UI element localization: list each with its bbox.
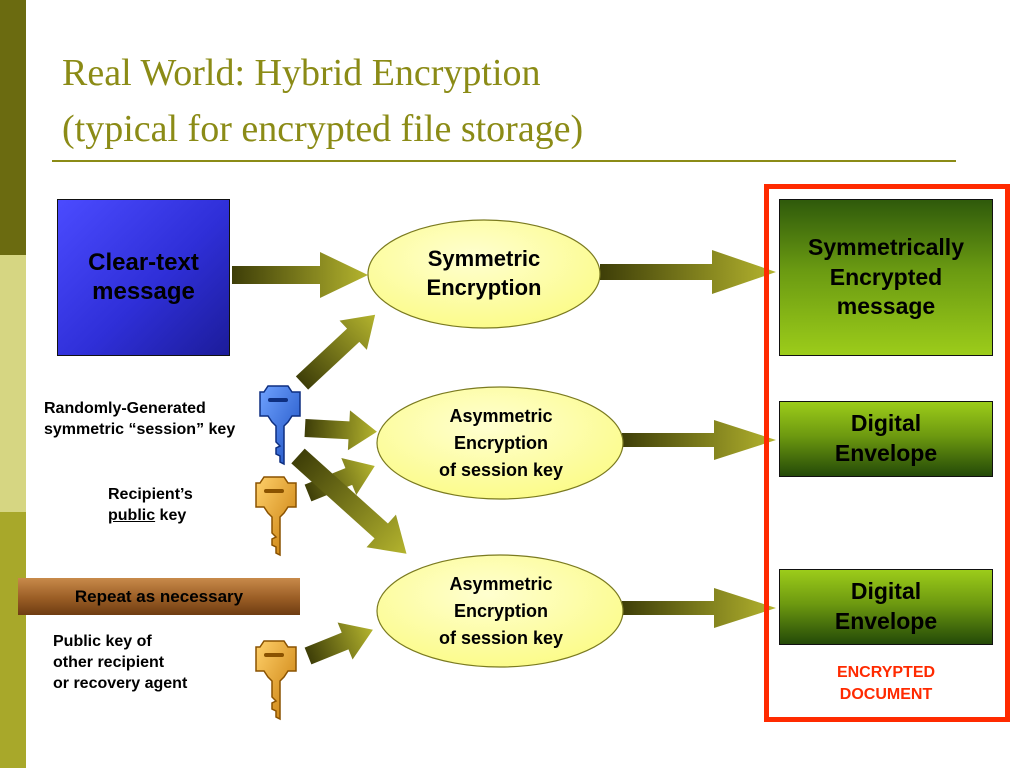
sym-msg-line2: Encrypted [829,263,943,290]
symmetric-encryption-line1: Symmetric [427,246,541,272]
asym2-line1: Asymmetric [449,573,553,594]
envelope2-line2: Envelope [834,608,938,634]
asymmetric-encryption-ellipse-1 [376,386,624,500]
arrow-symmetric-to-output [600,250,776,294]
encrypted-document-line1: ENCRYPTED [836,664,936,681]
gold-key-icon [255,640,297,721]
other-recipient-key-label: Public key of other recipient or recover… [53,632,187,694]
symmetric-encryption-ellipse [367,219,601,329]
asymmetric-encryption-ellipse-2 [376,554,624,668]
title-underline [52,160,956,162]
sidebar-segment-mid [0,512,26,768]
asym2-line3: of session key [438,627,564,648]
asym1-line3: of session key [438,459,564,480]
repeat-as-necessary-banner: Repeat as necessary [18,578,300,615]
slide-title-line2: (typical for encrypted file storage) [62,108,584,150]
arrow-other-key-to-asym2 [304,622,373,665]
recipient-key-label-rest: key [155,506,187,524]
asym1-line2: Encryption [453,432,548,453]
asym2-line2: Encryption [453,600,548,621]
sidebar-segment-dark [0,0,26,255]
encrypted-document-label: ENCRYPTED DOCUMENT [779,662,993,705]
gold-key-icon [255,476,297,557]
other-key-label-line3: or recovery agent [53,674,188,692]
session-key-label: Randomly-Generated symmetric “session” k… [44,399,235,441]
symmetrically-encrypted-message-box: Symmetrically Encrypted message [779,199,993,356]
encrypted-document-frame [764,184,1010,722]
session-key-label-line1: Randomly-Generated [44,400,206,417]
asymmetric-encryption-label-2: Asymmetric Encryption of session key [378,555,624,667]
asymmetric-encryption-label-1: Asymmetric Encryption of session key [378,387,624,499]
symmetric-encryption-line2: Encryption [426,275,542,300]
digital-envelope-box-1: Digital Envelope [779,401,993,477]
slide-title-line1: Real World: Hybrid Encryption [62,52,541,94]
arrow-clear-to-symmetric [232,252,368,298]
arrow-asym1-to-envelope1 [622,420,776,460]
sym-msg-line1: Symmetrically [808,233,964,260]
clear-text-line2: message [92,277,195,305]
other-key-label-line2: other recipient [53,653,165,671]
arrow-session-key-to-asym2 [291,448,407,554]
sidebar-decoration [0,0,26,768]
recipient-key-label-line1: Recipient’s [108,486,193,503]
blue-key-icon [259,385,301,466]
sym-msg-line3: message [836,293,936,320]
symmetric-encryption-label: Symmetric Encryption [368,220,600,328]
encrypted-document-line2: DOCUMENT [839,685,933,703]
envelope1-line2: Envelope [834,440,938,466]
arrow-session-key-to-symmetric [295,314,376,390]
digital-envelope-box-2: Digital Envelope [779,569,993,645]
recipient-public-key-label: Recipient’s public key [108,485,193,527]
recipient-key-label-public: public [108,506,156,524]
arrow-asym2-to-envelope2 [622,588,776,628]
envelope2-line1: Digital [850,578,922,605]
envelope1-line1: Digital [850,410,922,437]
sidebar-segment-light [0,255,26,512]
clear-text-message-box: Clear-text message [57,199,230,356]
other-key-label-line1: Public key of [53,633,152,650]
arrow-session-key-to-asym1 [304,410,377,451]
clear-text-line1: Clear-text [88,248,199,276]
asym1-line1: Asymmetric [449,405,553,426]
session-key-label-line2: symmetric “session” key [44,420,236,438]
